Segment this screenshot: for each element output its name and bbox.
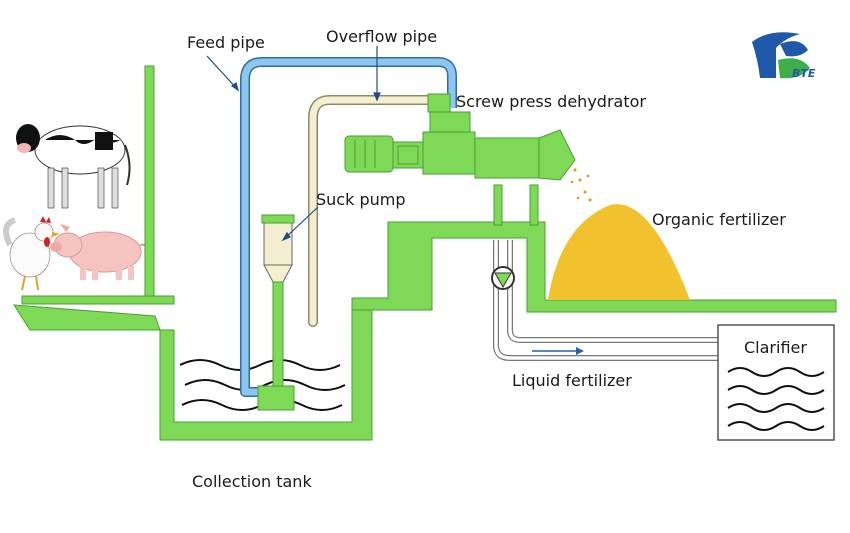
organic-fertilizer-pile xyxy=(548,204,690,300)
pump-valve-icon xyxy=(491,266,515,290)
suck-pump xyxy=(257,214,295,411)
feed-pipe xyxy=(241,58,456,396)
flow-arrow xyxy=(532,347,584,355)
press-leg-right xyxy=(529,184,539,226)
label-screw-press: Screw press dehydrator xyxy=(456,92,646,111)
label-collection-tank: Collection tank xyxy=(192,472,312,491)
clarifier xyxy=(717,324,835,441)
screw-press-dehydrator xyxy=(344,93,576,181)
label-clarifier: Clarifier xyxy=(744,338,807,357)
chicken-icon xyxy=(3,216,60,291)
collection-tank xyxy=(159,309,373,441)
overflow-pipe xyxy=(309,96,436,326)
dehydrator-platform xyxy=(351,221,837,313)
barn-floor xyxy=(21,295,175,305)
svg-text:BTE: BTE xyxy=(792,67,816,80)
bte-logo: BTE xyxy=(752,32,816,80)
label-overflow-pipe: Overflow pipe xyxy=(326,27,437,46)
label-feed-pipe: Feed pipe xyxy=(187,33,265,52)
pig-icon xyxy=(50,224,147,280)
barn-post xyxy=(144,65,155,299)
label-organic-fertilizer: Organic fertilizer xyxy=(652,210,786,229)
label-suck-pump: Suck pump xyxy=(316,190,405,209)
cow-icon xyxy=(16,124,131,209)
manure-chute xyxy=(13,304,161,331)
liquid-fertilizer-line xyxy=(493,240,720,361)
press-leg-left xyxy=(493,184,503,226)
leader-lines xyxy=(206,46,381,242)
label-liquid-fertilizer: Liquid fertilizer xyxy=(512,371,632,390)
